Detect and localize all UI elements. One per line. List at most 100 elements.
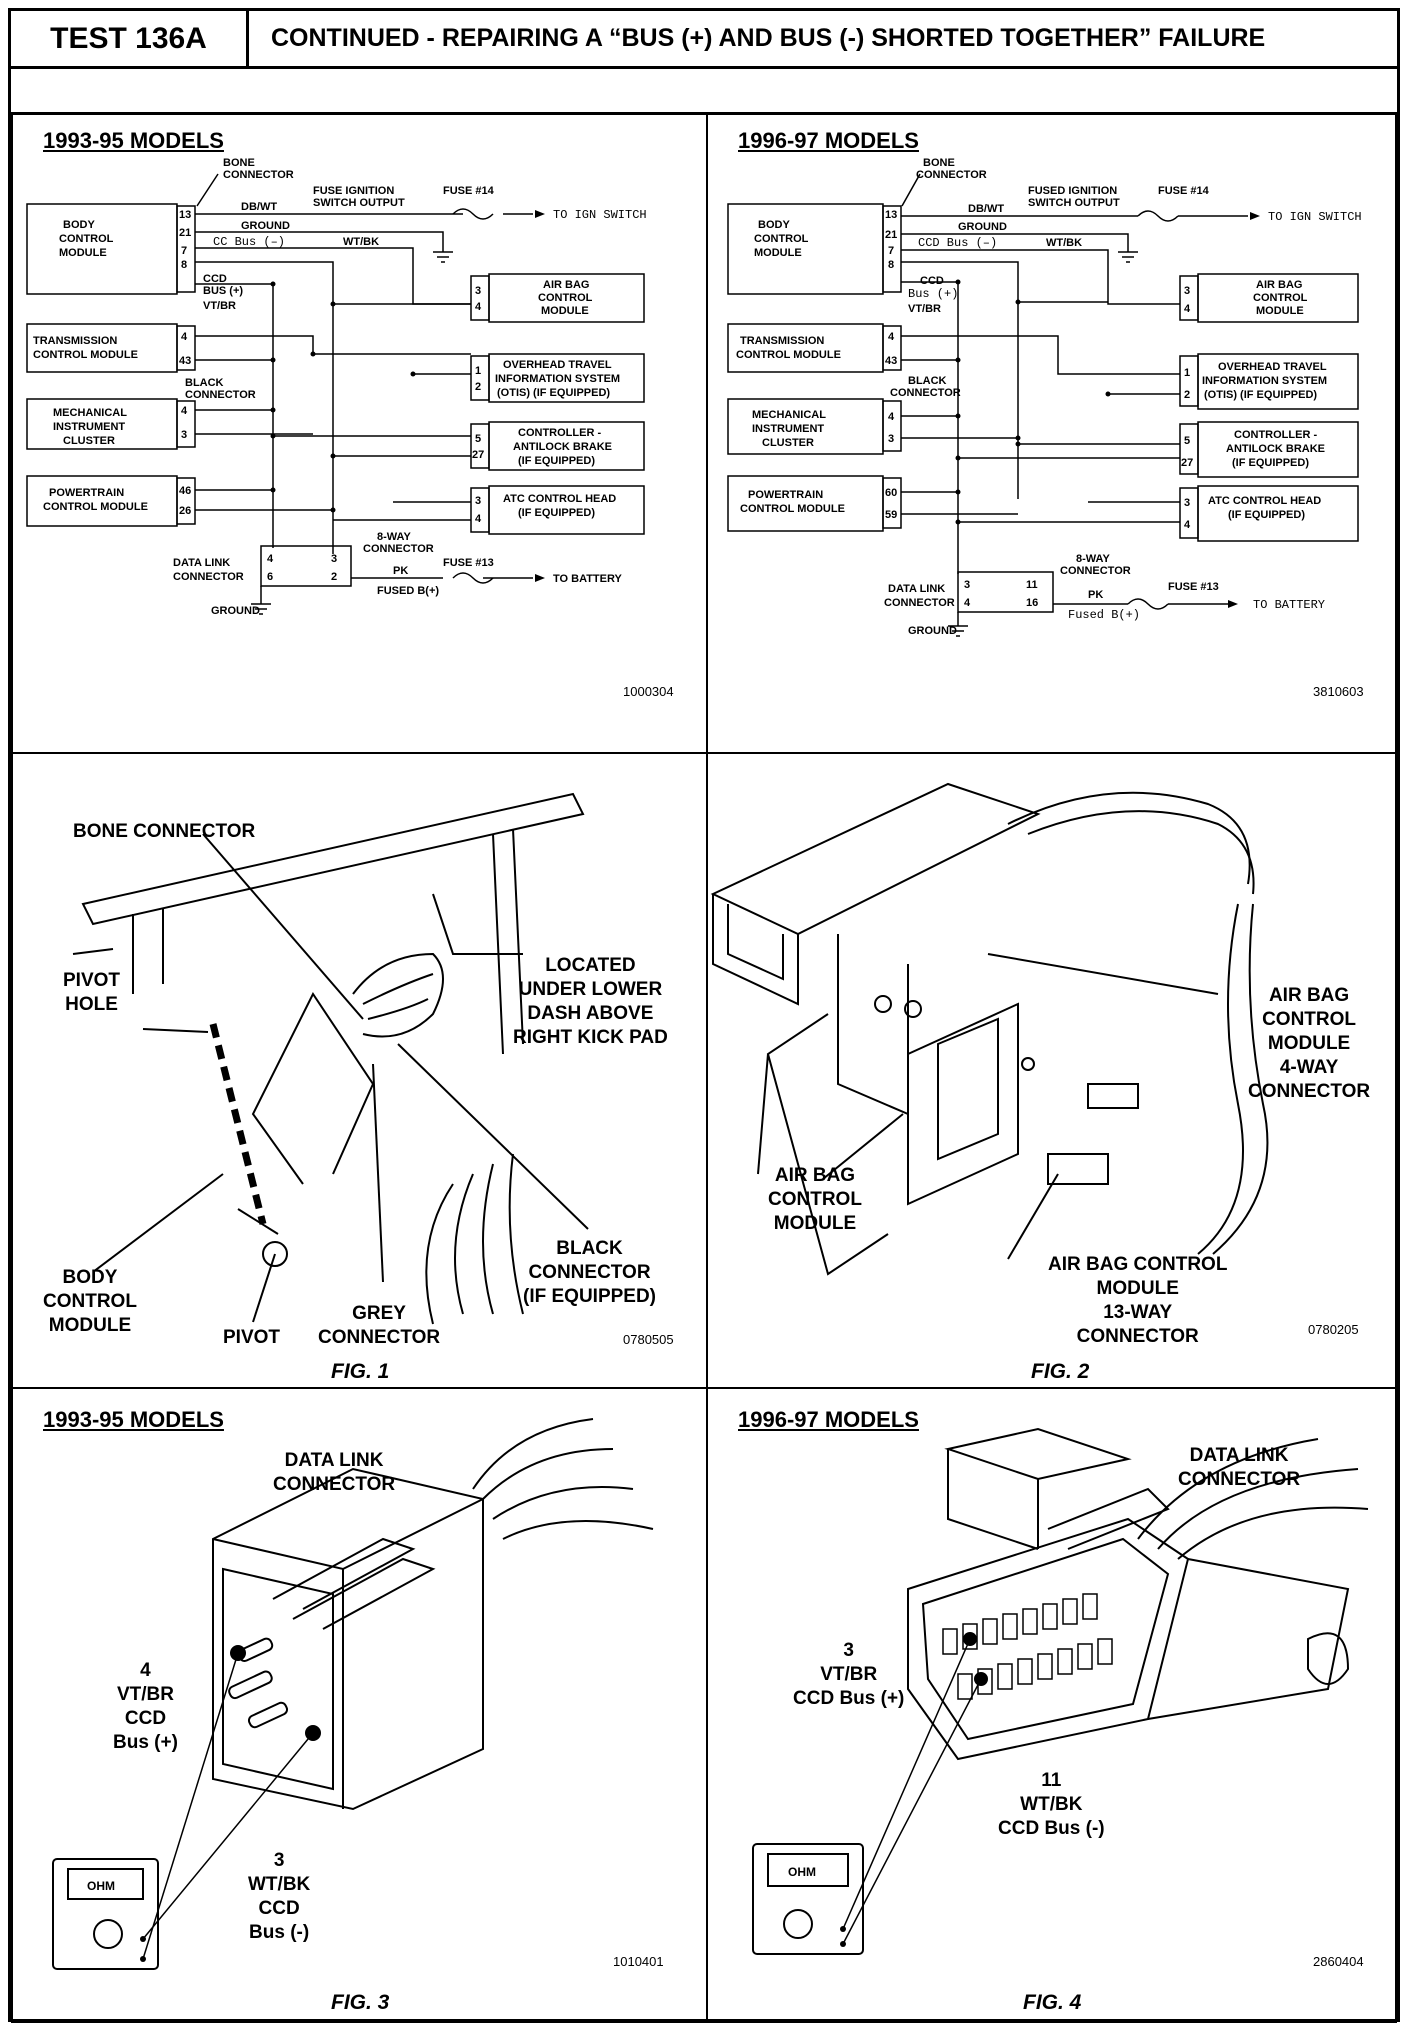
svg-text:BODY: BODY (758, 219, 790, 231)
svg-text:CONNECTOR: CONNECTOR (916, 169, 987, 181)
mic-l3: CLUSTER (63, 435, 115, 447)
figure-code: 3810603 (1313, 684, 1364, 699)
label-bone-connector: BONE CONNECTOR (73, 821, 256, 842)
leader-abm4 (987, 953, 1219, 995)
svg-text:4: 4 (181, 331, 188, 343)
svg-text:2: 2 (1184, 389, 1190, 401)
label-to-ign: TO IGN SWITCH (553, 208, 647, 222)
label-abm-4way: AIR BAG CONTROL MODULE 4-WAY CONNECTOR (1248, 985, 1371, 1102)
svg-text:CCD Bus (–): CCD Bus (–) (918, 236, 997, 250)
tcm-l1: TRANSMISSION (33, 335, 117, 347)
svg-text:4: 4 (1184, 519, 1191, 531)
atc-l1: ATC CONTROL HEAD (503, 493, 616, 505)
panel-title: 1993-95 MODELS (43, 1407, 224, 1432)
label-dbwt: DB/WT (241, 201, 277, 213)
svg-text:8-WAY: 8-WAY (1076, 553, 1110, 565)
label-switch-output: SWITCH OUTPUT (313, 197, 405, 209)
svg-text:59: 59 (885, 509, 897, 521)
svg-text:TRANSMISSION: TRANSMISSION (740, 335, 824, 347)
fig2-illustration (710, 782, 1269, 1276)
svg-text:CONTROL MODULE: CONTROL MODULE (740, 503, 845, 515)
svg-text:VT/BR: VT/BR (908, 303, 941, 315)
svg-text:ANTILOCK BRAKE: ANTILOCK BRAKE (1226, 443, 1325, 455)
svg-text:(IF EQUIPPED): (IF EQUIPPED) (1232, 457, 1309, 469)
svg-text:7: 7 (888, 245, 894, 257)
svg-text:2: 2 (331, 571, 337, 583)
label-dlc: DATA LINK CONNECTOR (1178, 1445, 1301, 1490)
svg-text:DATA LINK: DATA LINK (888, 583, 945, 595)
svg-text:INSTRUMENT: INSTRUMENT (752, 423, 824, 435)
svg-text:DB/WT: DB/WT (968, 203, 1004, 215)
svg-text:(OTIS) (IF EQUIPPED): (OTIS) (IF EQUIPPED) (1204, 389, 1317, 401)
svg-text:3: 3 (475, 285, 481, 297)
label-pivot: PIVOT (223, 1327, 281, 1348)
pcm-l2: CONTROL MODULE (43, 501, 148, 513)
panel-title: 1996-97 MODELS (738, 128, 919, 153)
svg-text:8: 8 (181, 259, 187, 271)
figure-code: 0780205 (1308, 1322, 1359, 1337)
svg-text:Fused B(+): Fused B(+) (1068, 608, 1140, 622)
svg-text:4: 4 (888, 331, 895, 343)
svg-text:OVERHEAD TRAVEL: OVERHEAD TRAVEL (1218, 361, 1327, 373)
svg-text:46: 46 (179, 485, 191, 497)
svg-text:27: 27 (472, 449, 484, 461)
label-body-control-module: BODY CONTROL MODULE (43, 1267, 137, 1336)
label-8way-connector: CONNECTOR (363, 543, 434, 555)
svg-text:4: 4 (1184, 303, 1191, 315)
label-pin11: 11 WT/BK CCD Bus (-) (998, 1770, 1105, 1839)
svg-text:43: 43 (179, 355, 191, 367)
label-pk: PK (393, 565, 408, 577)
label-abm: AIR BAG CONTROL MODULE (768, 1165, 862, 1234)
svg-text:CONTROL: CONTROL (754, 233, 809, 245)
svg-text:GROUND: GROUND (958, 221, 1007, 233)
fig4-illustration: OHM (752, 1427, 1369, 1955)
label-bus-plus: BUS (+) (203, 285, 243, 297)
label-pin4: 4 VT/BR CCD Bus (+) (113, 1660, 178, 1753)
svg-text:1: 1 (1184, 367, 1190, 379)
label-grey-connector: GREY CONNECTOR (318, 1303, 441, 1348)
label-black: BLACK (185, 377, 224, 389)
label-dlc: DATA LINK CONNECTOR (273, 1450, 396, 1495)
figure-caption: FIG. 3 (331, 1991, 390, 2014)
svg-text:MODULE: MODULE (1256, 305, 1304, 317)
label-located: LOCATED UNDER LOWER DASH ABOVE RIGHT KIC… (513, 955, 668, 1048)
figure-caption: FIG. 1 (331, 1360, 390, 1383)
label-fuse14: FUSE #14 (443, 185, 495, 197)
label-vtbr: VT/BR (203, 300, 236, 312)
label-fuse-ignition: FUSE IGNITION (313, 185, 394, 197)
figure-code: 2860404 (1313, 1954, 1364, 1969)
svg-text:3: 3 (1184, 497, 1190, 509)
label-to-battery: TO BATTERY (553, 573, 623, 585)
svg-text:4: 4 (888, 411, 895, 423)
svg-text:43: 43 (885, 355, 897, 367)
leader-pivot (252, 1253, 276, 1323)
svg-text:60: 60 (885, 487, 897, 499)
svg-text:7: 7 (181, 245, 187, 257)
label-ccd: CCD (203, 273, 227, 285)
svg-text:BLACK: BLACK (908, 375, 947, 387)
svg-text:5: 5 (475, 433, 481, 445)
cab-l2: ANTILOCK BRAKE (513, 441, 612, 453)
label-ground: GROUND (241, 220, 290, 232)
svg-text:3: 3 (475, 495, 481, 507)
otis-l1: OVERHEAD TRAVEL (503, 359, 612, 371)
label-8way: 8-WAY (377, 531, 411, 543)
dlc-l2: CONNECTOR (173, 571, 244, 583)
svg-text:11: 11 (1026, 579, 1038, 591)
mic-l2: INSTRUMENT (53, 421, 125, 433)
svg-text:CONTROL MODULE: CONTROL MODULE (736, 349, 841, 361)
svg-text:21: 21 (179, 227, 191, 239)
label-fuse13: FUSE #13 (443, 557, 494, 569)
label-connector: CONNECTOR (223, 169, 294, 181)
label-pin3: 3 VT/BR CCD Bus (+) (793, 1640, 905, 1709)
svg-text:Bus (+): Bus (+) (908, 287, 958, 301)
svg-text:TO BATTERY: TO BATTERY (1253, 598, 1325, 612)
svg-text:INFORMATION SYSTEM: INFORMATION SYSTEM (1202, 375, 1327, 387)
svg-text:4: 4 (475, 513, 482, 525)
abm-l1: AIR BAG (543, 279, 589, 291)
svg-text:27: 27 (1181, 457, 1193, 469)
svg-text:8: 8 (888, 259, 894, 271)
svg-text:GROUND: GROUND (908, 625, 957, 637)
service-manual-page: TEST 136A CONTINUED - REPAIRING A “BUS (… (8, 8, 1400, 2023)
transmission-control-module-box (26, 323, 178, 373)
